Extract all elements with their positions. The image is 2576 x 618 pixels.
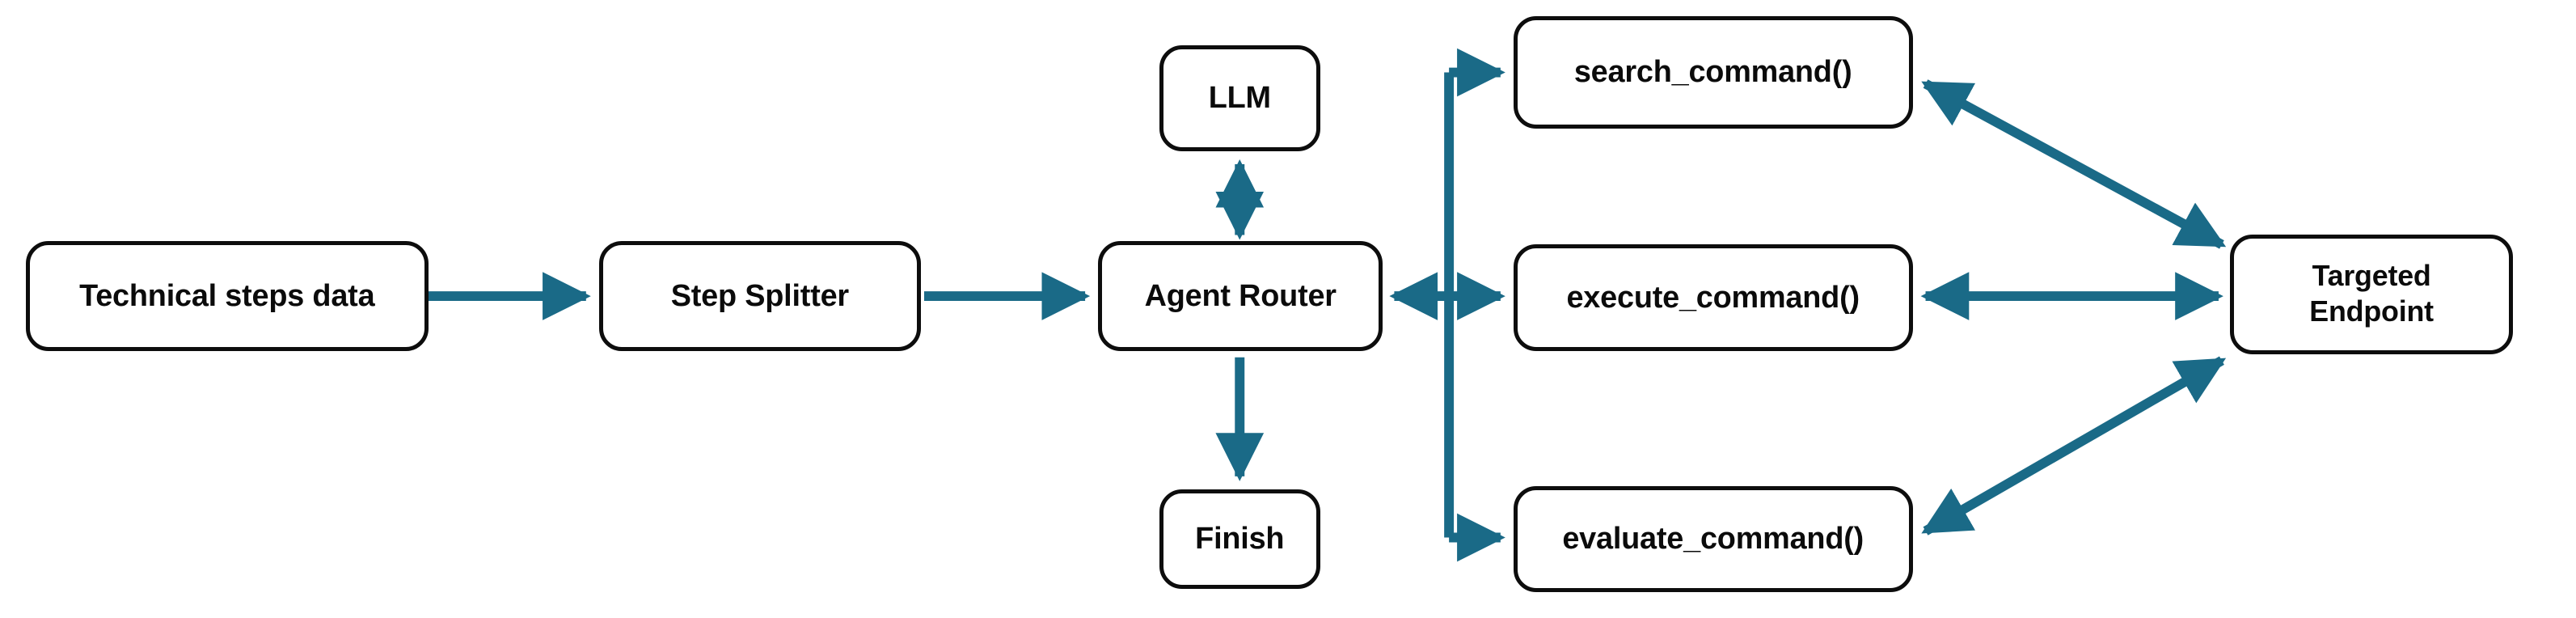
node-targeted-endpoint[interactable]: Targeted Endpoint: [2229, 235, 2514, 354]
node-agent-router-label: Agent Router: [1144, 279, 1337, 313]
node-llm-label: LLM: [1208, 81, 1271, 116]
edge-search-command-to-targeted-endpoint: [1921, 79, 2227, 249]
node-targeted-endpoint-label: Targeted Endpoint: [2309, 260, 2434, 328]
node-step-splitter[interactable]: Step Splitter: [598, 241, 921, 351]
node-llm[interactable]: LLM: [1159, 44, 1320, 152]
node-evaluate-command-label: evaluate_command(): [1562, 522, 1864, 557]
node-agent-router[interactable]: Agent Router: [1098, 241, 1383, 351]
node-evaluate-command[interactable]: evaluate_command(): [1513, 485, 1913, 593]
node-finish[interactable]: Finish: [1159, 489, 1320, 590]
node-technical-steps-data[interactable]: Technical steps data: [25, 241, 429, 351]
node-technical-steps-data-label: Technical steps data: [79, 279, 375, 313]
node-execute-command-label: execute_command(): [1566, 280, 1860, 315]
node-search-command[interactable]: search_command(): [1513, 15, 1913, 129]
node-finish-label: Finish: [1195, 522, 1285, 557]
node-search-command-label: search_command(): [1573, 55, 1852, 90]
node-step-splitter-label: Step Splitter: [670, 279, 849, 313]
node-execute-command[interactable]: execute_command(): [1513, 244, 1913, 351]
edge-evaluate-command-to-targeted-endpoint: [1921, 356, 2227, 535]
